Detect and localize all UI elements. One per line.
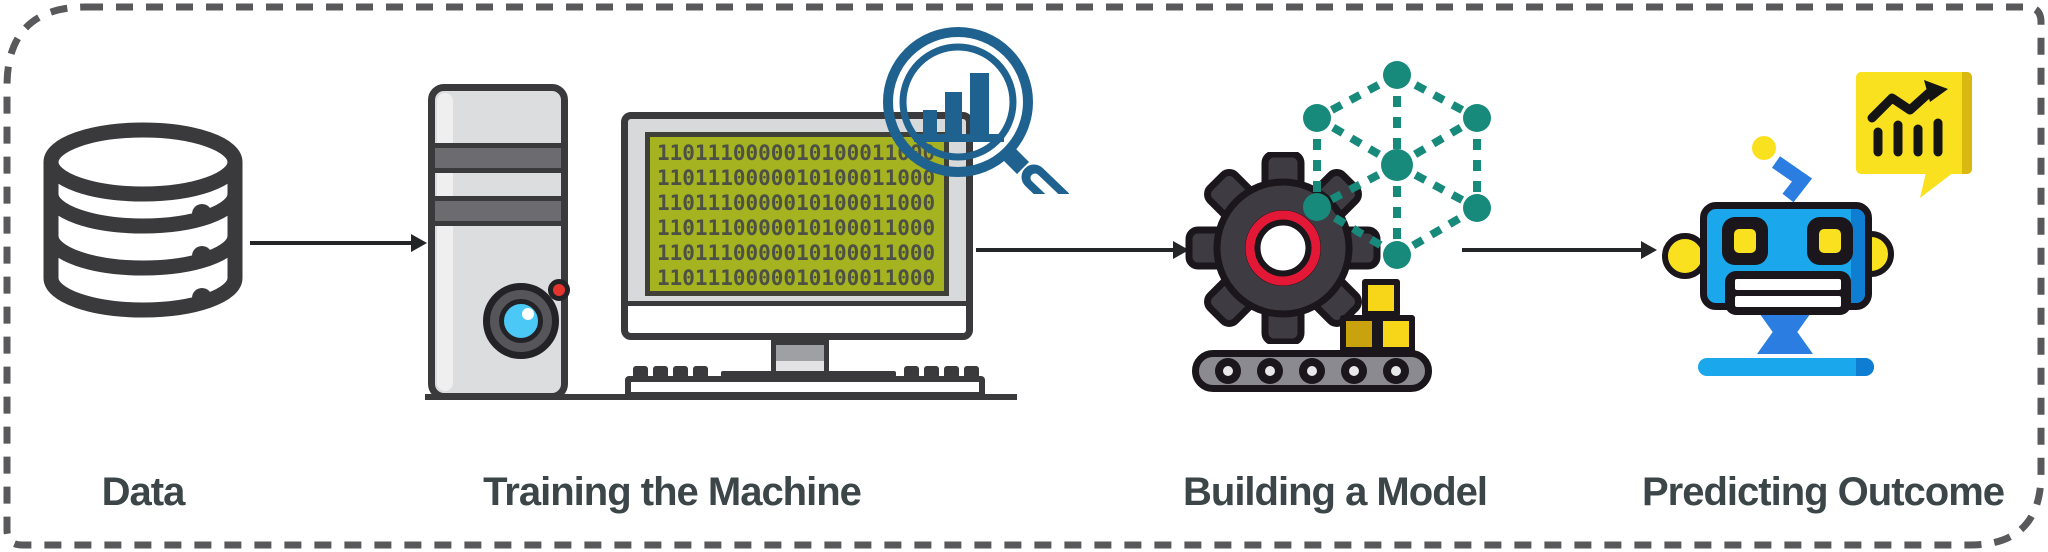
binary-screen: 1101110000010100011000 11011100000101000… — [645, 132, 949, 296]
binary-row: 1101110000010100011000 — [657, 141, 936, 165]
model-box — [1377, 315, 1415, 353]
tower-power-button — [483, 283, 559, 359]
tower-highlight — [437, 93, 453, 391]
magnifier-chart-icon — [876, 16, 1070, 194]
flow-arrow-2 — [976, 248, 1174, 252]
keyboard-keys — [633, 366, 979, 378]
robot-mouth — [1725, 271, 1851, 315]
conveyor-belt-icon — [1192, 350, 1432, 392]
tower-vent-stripe — [435, 143, 561, 173]
monitor-icon: 1101110000010100011000 11011100000101000… — [621, 112, 973, 340]
monitor-chin — [628, 301, 966, 333]
binary-row: 1101110000010100011000 — [657, 191, 936, 215]
binary-row: 1101110000010100011000 — [657, 266, 936, 290]
robot-head-shade — [1851, 209, 1865, 303]
binary-row: 1101110000010100011000 — [657, 241, 936, 265]
tower-led-light — [548, 279, 570, 301]
binary-row: 1101110000010100011000 — [657, 166, 936, 190]
binary-row: 1101110000010100011000 — [657, 216, 936, 240]
trend-chart-icon — [1867, 80, 1948, 157]
flow-arrow-1 — [250, 241, 412, 245]
robot-base — [1698, 358, 1874, 376]
stage-label-training: Training the Machine — [483, 470, 862, 514]
robot-antenna — [1752, 136, 1776, 160]
keyboard-icon — [625, 376, 985, 398]
stage-label-data: Data — [101, 470, 186, 514]
database-icon — [43, 122, 243, 318]
robot-icon — [1700, 202, 1872, 315]
robot-eye — [1807, 217, 1853, 265]
stage-data — [40, 122, 247, 340]
model-box — [1362, 279, 1400, 317]
tower-vent-stripe — [435, 196, 561, 226]
network-cube-icon — [1302, 56, 1494, 270]
robot-antenna-arm — [1770, 156, 1814, 202]
robot-eye — [1722, 217, 1768, 265]
stage-label-building: Building a Model — [1183, 470, 1488, 514]
computer-tower-icon — [428, 84, 570, 400]
model-box — [1340, 315, 1378, 353]
prediction-bubble — [1856, 72, 1972, 174]
flow-arrow-3 — [1462, 248, 1642, 252]
stage-label-predicting: Predicting Outcome — [1641, 470, 2005, 514]
